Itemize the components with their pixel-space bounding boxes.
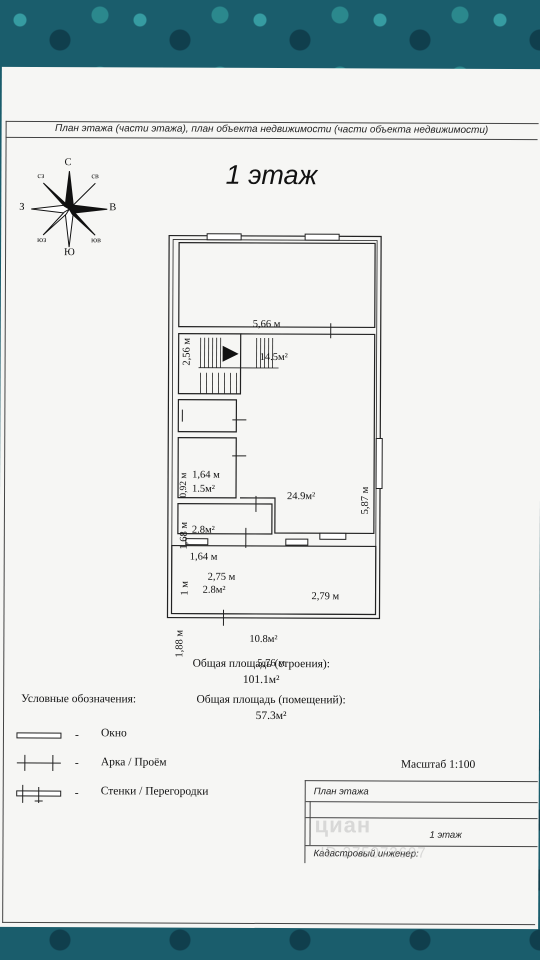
room-top-area: 14.5м² <box>259 351 288 364</box>
room-main-bottom-width: 2,79 м <box>311 591 340 603</box>
sheet-header-caption: План этажа (части этажа), план объекта н… <box>54 123 489 136</box>
room-small1-width: 1,64 м <box>192 469 220 481</box>
legend-dash-2: - <box>74 757 79 770</box>
floor-plan-sheet: План этажа (части этажа), план объекта н… <box>0 66 540 930</box>
legend-label-arch: Арка / Проём <box>100 756 167 769</box>
compass-sw-label: юз <box>37 234 47 245</box>
compass-nw-label: сз <box>37 170 45 181</box>
room-small3-height: 1 м <box>179 581 191 596</box>
legend-title: Условные обозначения: <box>21 692 137 706</box>
legend-dash-1: - <box>74 729 79 742</box>
scale-label: Масштаб 1:100 <box>400 758 476 771</box>
building-area-label: Общая площадь (строения): <box>192 657 330 671</box>
room-bottom-height: 1,88 м <box>174 629 186 658</box>
room-top-width: 5,66 м <box>252 318 281 331</box>
stair-arrow-icon <box>222 345 239 362</box>
floor-title: 1 этаж <box>225 159 318 191</box>
compass-ne-label: св <box>91 171 99 181</box>
room-small2-area: 2.8м² <box>191 524 215 536</box>
room-top-height: 2,56 м <box>181 337 193 366</box>
room-small2-outline <box>177 436 237 499</box>
room-small3-outline <box>177 502 273 535</box>
legend-dash-3: - <box>74 787 79 800</box>
compass-south-label: Ю <box>64 247 75 259</box>
room-main-area: 24.9м² <box>286 491 316 503</box>
floor-plan-drawing: 5,66 м 14.5м² 2,56 м 24.9м² 5,87 м 2,79 … <box>159 228 391 669</box>
room-main-height: 5,87 м <box>359 486 372 515</box>
title-block-plan: План этажа <box>313 786 369 798</box>
title-block-floor: 1 этаж <box>429 829 462 841</box>
legend-label-window: Окно <box>100 727 127 740</box>
legend-symbols <box>16 732 62 803</box>
room-small2-width: 1,64 м <box>189 551 218 563</box>
window-symbol-icon <box>16 732 62 739</box>
rooms-area-value: 57.3м² <box>255 709 287 723</box>
compass-west-label: З <box>19 201 25 213</box>
room-small3-width: 2,75 м <box>207 571 236 583</box>
room-small1-height: 0,92 м <box>179 472 190 498</box>
room-top-outline <box>178 241 376 329</box>
compass-rose-icon: С Ю З В св сз юв юз <box>19 157 119 259</box>
watermark-logo: циан <box>314 812 372 838</box>
room-small1-area: 1.5м² <box>192 483 215 495</box>
room-small1-outline <box>177 398 238 433</box>
compass-east-label: В <box>109 202 117 214</box>
room-bottom-outline <box>170 544 377 616</box>
room-small2-height: 1,68 м <box>178 521 190 550</box>
room-bottom-area: 10.8м² <box>249 633 278 646</box>
watermark-id: ID 275073697 <box>320 844 427 862</box>
building-area-value: 101.1м² <box>242 673 280 687</box>
legend-label-walls: Стенки / Перегородки <box>100 785 209 798</box>
compass-north-label: С <box>64 157 72 169</box>
compass-se-label: юв <box>91 235 101 245</box>
room-small3-area: 2.8м² <box>202 584 226 596</box>
rooms-area-label: Общая площадь (помещений): <box>196 693 346 707</box>
floor-plan-svg <box>166 233 383 626</box>
